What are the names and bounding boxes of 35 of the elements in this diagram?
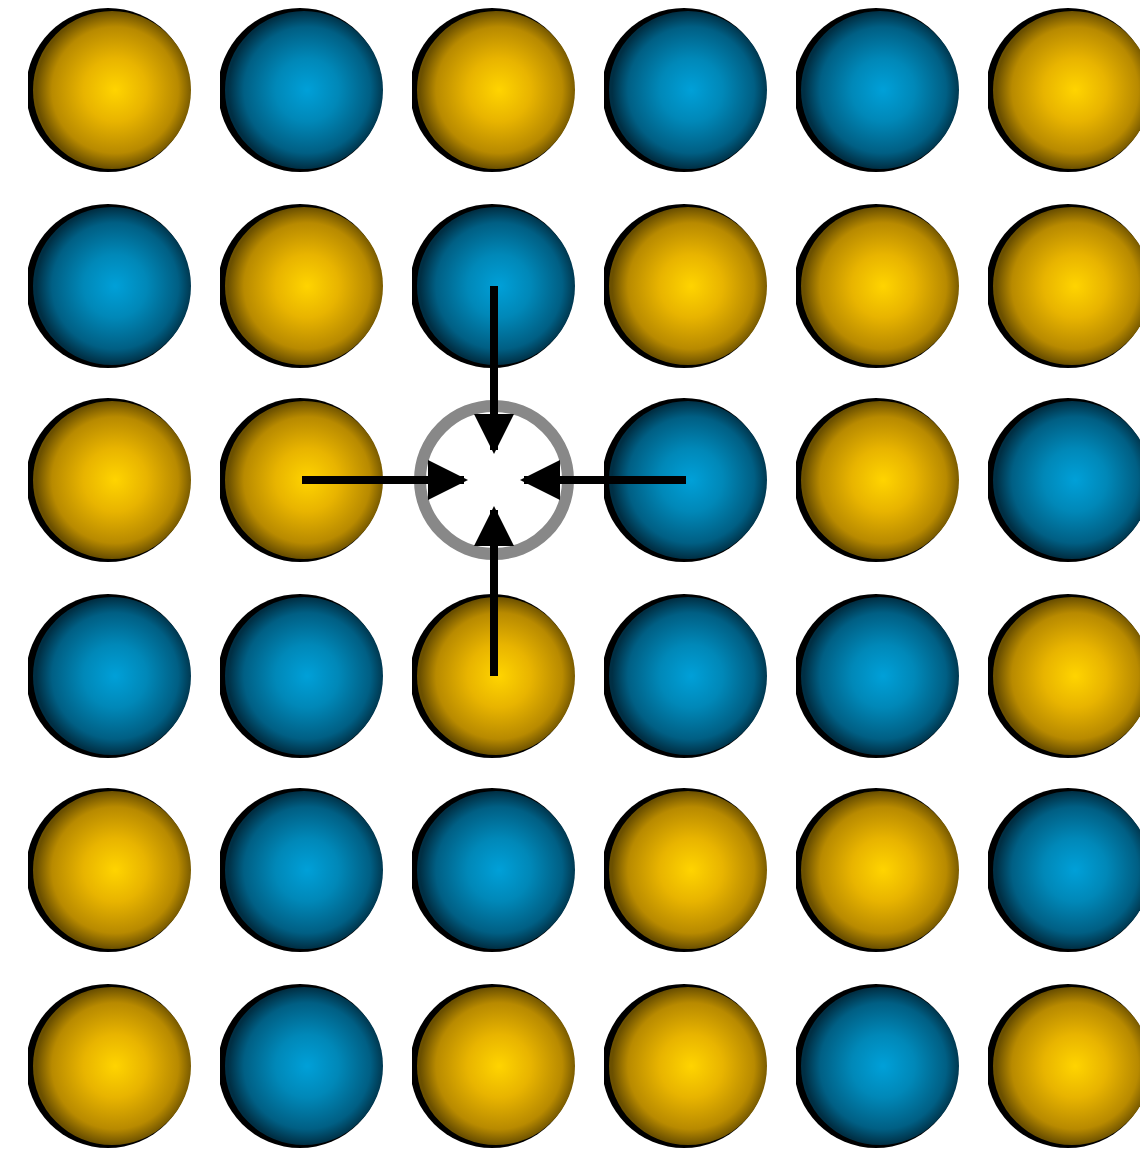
- atom-sphere: [412, 8, 576, 172]
- atom-sphere: [604, 204, 768, 368]
- atom-sphere: [796, 594, 960, 758]
- atom-sphere: [220, 984, 384, 1148]
- atom-sphere: [412, 204, 576, 368]
- atom-sphere: [988, 594, 1140, 758]
- atom-sphere: [796, 984, 960, 1148]
- atom-sphere: [412, 594, 576, 758]
- atom-sphere: [220, 8, 384, 172]
- atom-sphere: [796, 788, 960, 952]
- atom-sphere: [604, 8, 768, 172]
- atom-sphere: [796, 398, 960, 562]
- atom-sphere: [604, 398, 768, 562]
- atom-sphere: [988, 398, 1140, 562]
- atom-sphere: [412, 788, 576, 952]
- atom-sphere: [988, 204, 1140, 368]
- atom-sphere: [28, 788, 192, 952]
- atom-sphere: [988, 788, 1140, 952]
- atom-sphere: [28, 204, 192, 368]
- atom-sphere: [220, 594, 384, 758]
- atom-sphere: [28, 984, 192, 1148]
- atom-sphere: [28, 594, 192, 758]
- atom-sphere: [796, 8, 960, 172]
- atom-sphere: [28, 398, 192, 562]
- atom-sphere: [604, 788, 768, 952]
- atom-sphere: [604, 984, 768, 1148]
- atom-sphere: [28, 8, 192, 172]
- atom-sphere: [604, 594, 768, 758]
- atom-sphere: [988, 984, 1140, 1148]
- atom-sphere: [988, 8, 1140, 172]
- atom-sphere: [220, 204, 384, 368]
- atom-sphere: [412, 984, 576, 1148]
- atom-sphere: [796, 204, 960, 368]
- atom-sphere: [220, 788, 384, 952]
- atom-sphere: [220, 398, 384, 562]
